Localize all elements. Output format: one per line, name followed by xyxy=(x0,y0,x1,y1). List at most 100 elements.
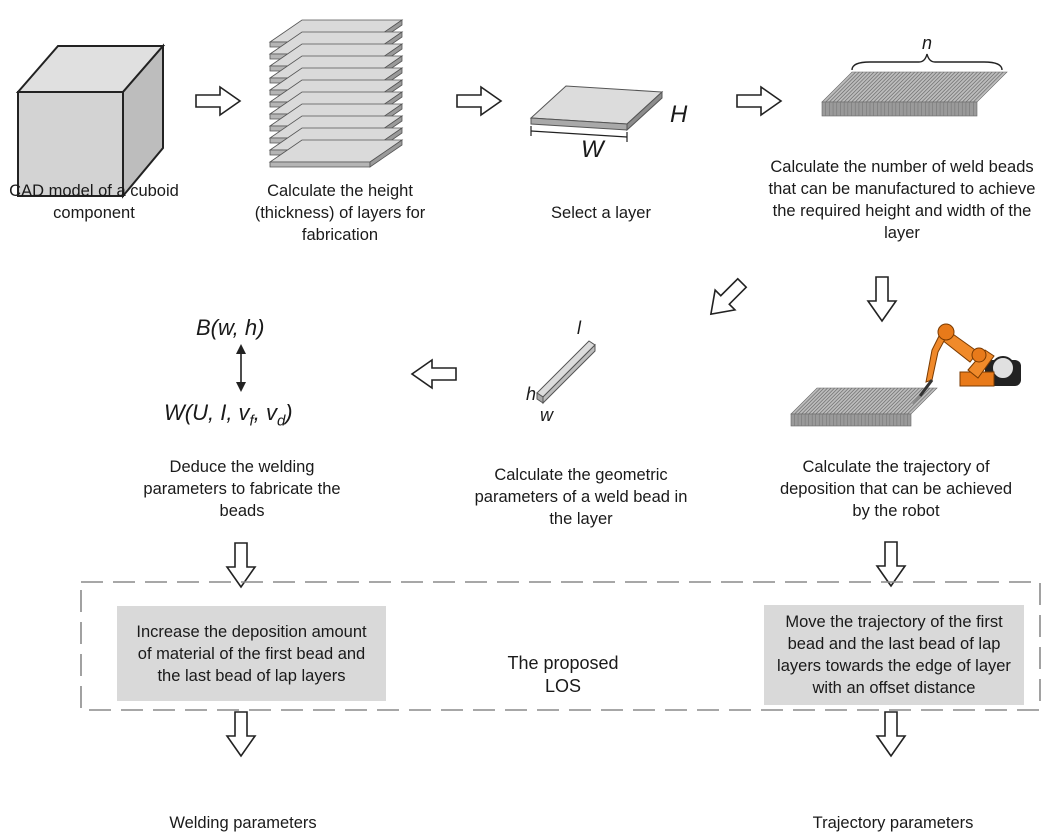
output-welding: Welding parameters xyxy=(169,814,317,832)
bead-line xyxy=(954,71,986,103)
formula-W-prefix: W(U, I, v xyxy=(164,400,250,425)
arrow-down-left-2 xyxy=(226,711,256,757)
step-trajectory-caption: Calculate the trajectory of deposition t… xyxy=(779,458,1013,520)
bead-line xyxy=(961,71,993,103)
bead-line xyxy=(836,387,864,415)
bead-line xyxy=(889,387,917,415)
formula-W-sub-d: d xyxy=(276,412,286,430)
los-left-text: Increase the deposition amount of materi… xyxy=(136,622,367,685)
bead-h-label: h xyxy=(526,384,537,404)
bead-line xyxy=(917,71,949,103)
bead-line xyxy=(847,71,879,103)
bead-line xyxy=(973,71,1004,103)
bead-line xyxy=(857,387,885,415)
arrow-down-right-2 xyxy=(876,711,906,757)
bead-line xyxy=(896,387,924,415)
los-center-label: The proposed LOS xyxy=(507,653,619,696)
bead-line xyxy=(895,71,927,103)
bead-line xyxy=(969,71,1000,103)
bead-line xyxy=(847,387,874,415)
bead-line xyxy=(882,387,910,415)
bead-line xyxy=(804,387,832,415)
bead-line xyxy=(811,387,839,415)
formula-W-mid: , v xyxy=(253,400,277,425)
bead-line xyxy=(873,71,904,103)
bead-line xyxy=(850,387,878,415)
layer-H-label: H xyxy=(670,101,688,128)
bead-line xyxy=(868,387,895,415)
bead-line xyxy=(836,71,868,103)
step-height-caption: Calculate the height (thickness) of laye… xyxy=(254,182,426,244)
bead-line xyxy=(829,71,860,103)
bead-line xyxy=(826,387,853,415)
step-cad-caption: CAD model of a cuboid component xyxy=(9,182,179,222)
formula-W-suffix: ) xyxy=(285,400,293,425)
double-arrow-icon xyxy=(236,344,246,392)
bead-line xyxy=(906,71,938,103)
bead-line xyxy=(884,71,915,103)
cad-cube-icon xyxy=(15,43,166,199)
bead-line xyxy=(907,387,934,415)
bead-l-label: l xyxy=(577,318,581,338)
arrow-down-left-1 xyxy=(226,542,256,588)
weld-bead-icon xyxy=(536,340,596,405)
arrow-right-2 xyxy=(456,86,502,116)
bead-line xyxy=(875,387,902,415)
arrow-down-1 xyxy=(867,276,897,322)
bead-line xyxy=(843,387,871,415)
robot-beads-icon xyxy=(790,387,938,427)
formula-B: B(w, h) xyxy=(196,315,265,340)
bead-line xyxy=(794,387,821,415)
formula-W-sub-f: f xyxy=(249,412,254,430)
robot-arm-icon xyxy=(912,323,1021,405)
bead-line xyxy=(822,387,850,415)
step-deduce-caption: Deduce the welding parameters to fabrica… xyxy=(143,458,341,520)
formula-W: W(U, I, vf, vd) xyxy=(164,400,293,429)
bead-line xyxy=(864,387,892,415)
brace-n-icon xyxy=(851,53,1003,71)
beads-n-label: n xyxy=(922,33,933,53)
bead-line xyxy=(888,71,919,103)
bead-line xyxy=(936,71,967,103)
bead-line xyxy=(832,71,864,103)
arrow-right-1 xyxy=(195,86,241,116)
bead-line xyxy=(877,71,908,103)
layer-stack-icon xyxy=(268,19,404,168)
step-select-caption: Select a layer xyxy=(551,204,651,222)
bead-line xyxy=(861,387,888,415)
step-beads-caption: Calculate the number of weld beads that … xyxy=(768,158,1036,242)
layer-plate xyxy=(268,139,404,168)
bead-line xyxy=(862,71,893,103)
bead-line xyxy=(925,71,956,103)
bead-line xyxy=(928,71,960,103)
bead-line xyxy=(869,71,901,103)
bead-line xyxy=(899,71,930,103)
weld-beads-icon xyxy=(821,71,1008,117)
bead-line xyxy=(854,387,881,415)
bead-line xyxy=(808,387,835,415)
output-trajectory: Trajectory parameters xyxy=(812,814,974,832)
bead-line xyxy=(833,387,860,415)
bead-line xyxy=(825,71,856,103)
bead-line xyxy=(902,71,934,103)
bead-line xyxy=(801,387,828,415)
bead-line xyxy=(921,71,952,103)
bead-line xyxy=(914,71,945,103)
bead-line xyxy=(871,387,899,415)
arrow-down-right-1 xyxy=(876,541,906,587)
bead-line xyxy=(878,387,906,415)
bead-line xyxy=(932,71,963,103)
bead-line xyxy=(886,387,913,415)
bead-line xyxy=(858,71,890,103)
bead-line xyxy=(840,387,867,415)
bead-line xyxy=(880,71,912,103)
step-geometric-caption: Calculate the geometric parameters of a … xyxy=(474,466,688,528)
bead-line xyxy=(965,71,997,103)
bead-line xyxy=(815,387,842,415)
layer-W-label: W xyxy=(581,136,604,163)
los-right-text: Move the trajectory of the first bead an… xyxy=(777,613,1011,697)
bead-line xyxy=(943,71,975,103)
bead-line xyxy=(866,71,897,103)
arrow-right-3 xyxy=(736,86,782,116)
